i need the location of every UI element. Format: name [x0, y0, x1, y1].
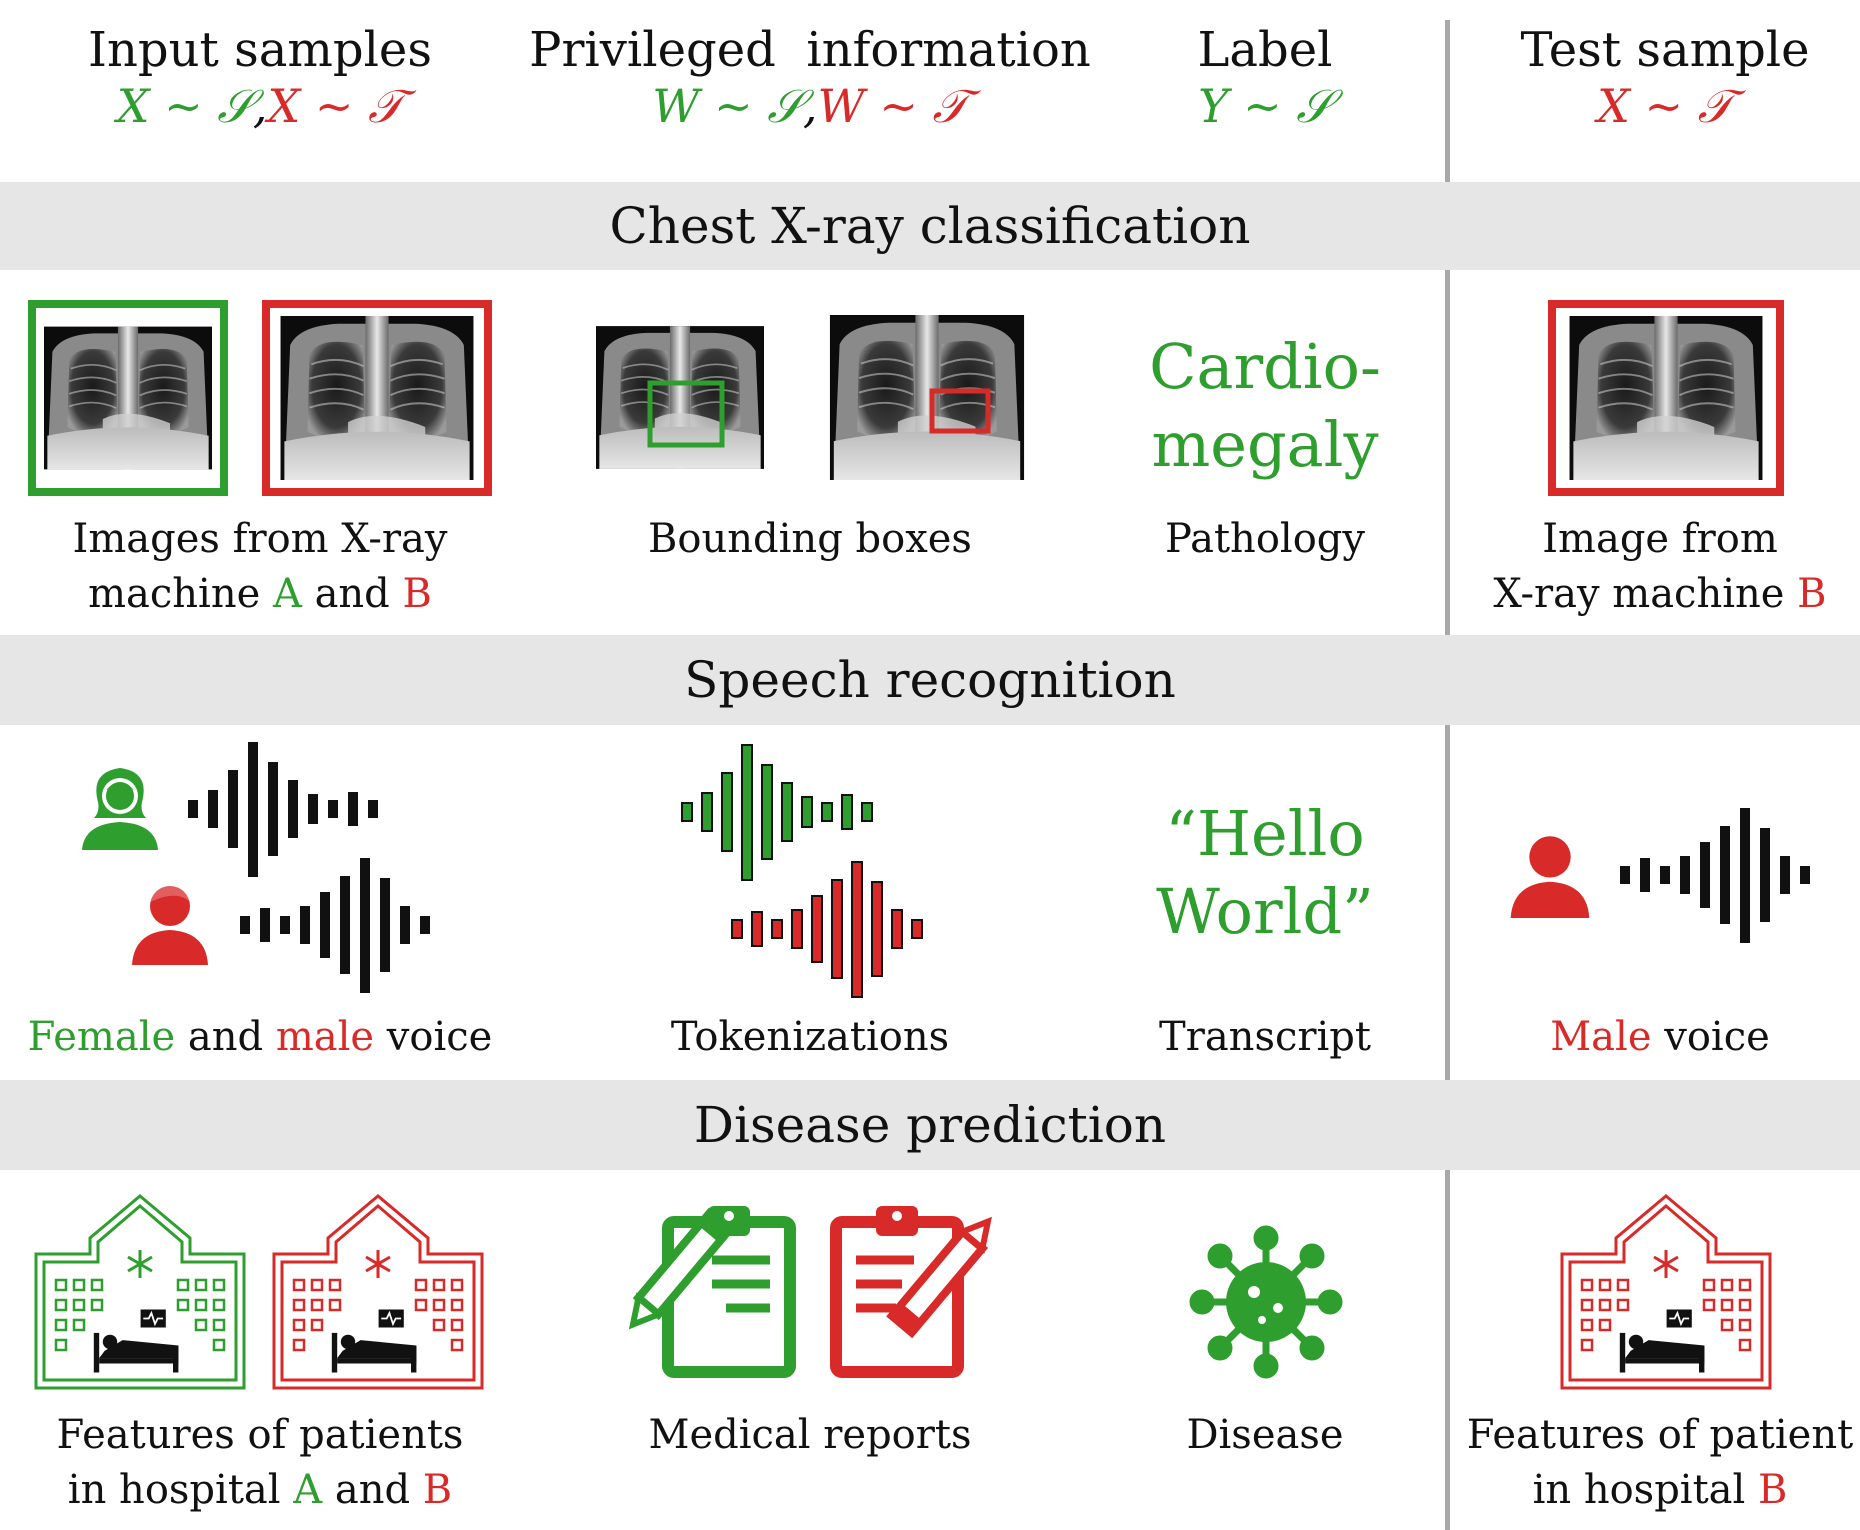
input-symbol-sep: ,	[252, 79, 268, 133]
test-sample-title: Test sample	[1520, 22, 1810, 78]
header-label: Label Y ~ 𝒮	[1130, 22, 1400, 134]
caption-text: X-ray machine	[1493, 571, 1798, 617]
bounding-box-red	[929, 388, 991, 434]
waveform-icon-female	[188, 742, 378, 877]
virus-icon	[1189, 1225, 1343, 1379]
privileged-symbols: W ~ 𝒮,W ~ 𝒯	[510, 78, 1110, 134]
caption-xray-test-line1: Image from	[1542, 516, 1778, 562]
caption-xray-input-line1: Images from X-ray	[72, 516, 448, 562]
caption-and: and	[322, 1467, 423, 1513]
caption-male: male	[275, 1014, 375, 1060]
caption-female: Female	[27, 1014, 176, 1060]
waveform-icon-tokenization-green	[681, 744, 873, 881]
caption-bounding-boxes: Bounding boxes	[648, 516, 972, 562]
caption-and: and	[301, 571, 403, 617]
section-title-disease: Disease prediction	[0, 1080, 1860, 1170]
label-cardiomegaly: Cardio- megaly	[1130, 328, 1400, 484]
label-hello-world-line1: “Hello	[1165, 797, 1365, 870]
hospital-icon-b	[272, 1194, 484, 1390]
caption-text: in hospital	[67, 1467, 294, 1513]
caption-voice-test: Male voice	[1460, 1010, 1860, 1065]
caption-xray-input-line2: machine A and B	[20, 567, 500, 622]
label-title: Label	[1197, 22, 1333, 78]
label-cardiomegaly-line1: Cardio-	[1149, 330, 1381, 403]
female-person-icon	[82, 768, 158, 850]
input-samples-title: Input samples	[88, 22, 432, 78]
hospital-a-letter: A	[293, 1467, 323, 1513]
hospital-icon-a	[34, 1194, 246, 1390]
caption-xray-test: Image from X-ray machine B	[1460, 512, 1860, 622]
section-title-xray: Chest X-ray classification	[0, 182, 1860, 270]
male-person-icon-test	[1510, 836, 1590, 918]
caption-text: in hospital	[1532, 1467, 1759, 1513]
caption-voice-input: Female and male voice	[10, 1010, 510, 1065]
hospital-b-letter: B	[1758, 1467, 1788, 1513]
label-cardiomegaly-line2: megaly	[1151, 408, 1379, 481]
caption-hospital-input-line2: in hospital A and B	[20, 1463, 500, 1518]
bounding-box-image-b	[828, 315, 1026, 480]
caption-hospital-input-line1: Features of patients	[56, 1412, 464, 1458]
divider-header	[1445, 20, 1450, 182]
input-target-symbol: X ~ 𝒯	[267, 79, 404, 133]
caption-xray-test-line2: X-ray machine B	[1460, 567, 1860, 622]
caption-text: machine	[88, 571, 273, 617]
hospital-icon-test	[1560, 1194, 1772, 1390]
bounding-box-green	[647, 380, 725, 448]
caption-hospital-test-line1: Features of patient	[1466, 1412, 1854, 1458]
machine-a-letter: A	[272, 571, 302, 617]
divider-disease	[1445, 1170, 1450, 1530]
bounding-box-image-a	[596, 325, 764, 470]
input-samples-symbols: X ~ 𝒮,X ~ 𝒯	[40, 78, 480, 134]
caption-xray-input: Images from X-ray machine A and B	[20, 512, 500, 622]
waveform-icon-tokenization-red	[731, 861, 923, 998]
caption-hospital-test: Features of patient in hospital B	[1460, 1408, 1860, 1518]
divider-speech	[1445, 725, 1450, 1080]
caption-voice: voice	[374, 1014, 493, 1060]
privileged-title: Privileged information	[529, 22, 1091, 78]
caption-medical-reports: Medical reports	[648, 1412, 972, 1458]
waveform-icon-male	[240, 858, 430, 993]
clipboard-pen-icon-red	[830, 1206, 992, 1378]
caption-tokenizations: Tokenizations	[670, 1014, 950, 1060]
privileged-symbol-sep: ,	[802, 79, 818, 133]
caption-hospital-input: Features of patients in hospital A and B	[20, 1408, 500, 1518]
section-title-speech: Speech recognition	[0, 635, 1860, 725]
caption-voice: voice	[1651, 1014, 1770, 1060]
caption-transcript: Transcript	[1159, 1014, 1371, 1060]
test-symbol: X ~ 𝒯	[1597, 79, 1733, 133]
header-input-samples: Input samples X ~ 𝒮,X ~ 𝒯	[40, 22, 480, 134]
hospital-b-letter: B	[422, 1467, 453, 1513]
caption-hospital-test-line2: in hospital B	[1460, 1463, 1860, 1518]
machine-b-letter: B	[402, 571, 432, 617]
caption-disease: Disease	[1186, 1412, 1344, 1458]
input-source-symbol: X ~ 𝒮	[116, 79, 253, 133]
privileged-source-symbol: W ~ 𝒮	[652, 79, 803, 133]
divider-xray	[1445, 270, 1450, 635]
label-hello-world: “Hello World”	[1120, 795, 1410, 951]
xray-image-machine-a	[28, 300, 228, 496]
xray-test-image-machine-b	[1548, 300, 1784, 496]
machine-b-letter: B	[1797, 571, 1827, 617]
caption-pathology: Pathology	[1165, 516, 1365, 562]
privileged-target-symbol: W ~ 𝒯	[817, 79, 968, 133]
label-symbol: Y ~ 𝒮	[1198, 79, 1332, 133]
caption-and: and	[175, 1014, 276, 1060]
xray-image-machine-b	[262, 300, 492, 496]
clipboard-pen-icon-green	[628, 1206, 796, 1378]
male-person-icon	[132, 884, 208, 965]
header-test-sample: Test sample X ~ 𝒯	[1470, 22, 1860, 134]
caption-male: Male	[1550, 1014, 1652, 1060]
waveform-icon-test	[1620, 808, 1810, 943]
label-hello-world-line2: World”	[1156, 875, 1374, 948]
header-privileged: Privileged information W ~ 𝒮,W ~ 𝒯	[510, 22, 1110, 134]
